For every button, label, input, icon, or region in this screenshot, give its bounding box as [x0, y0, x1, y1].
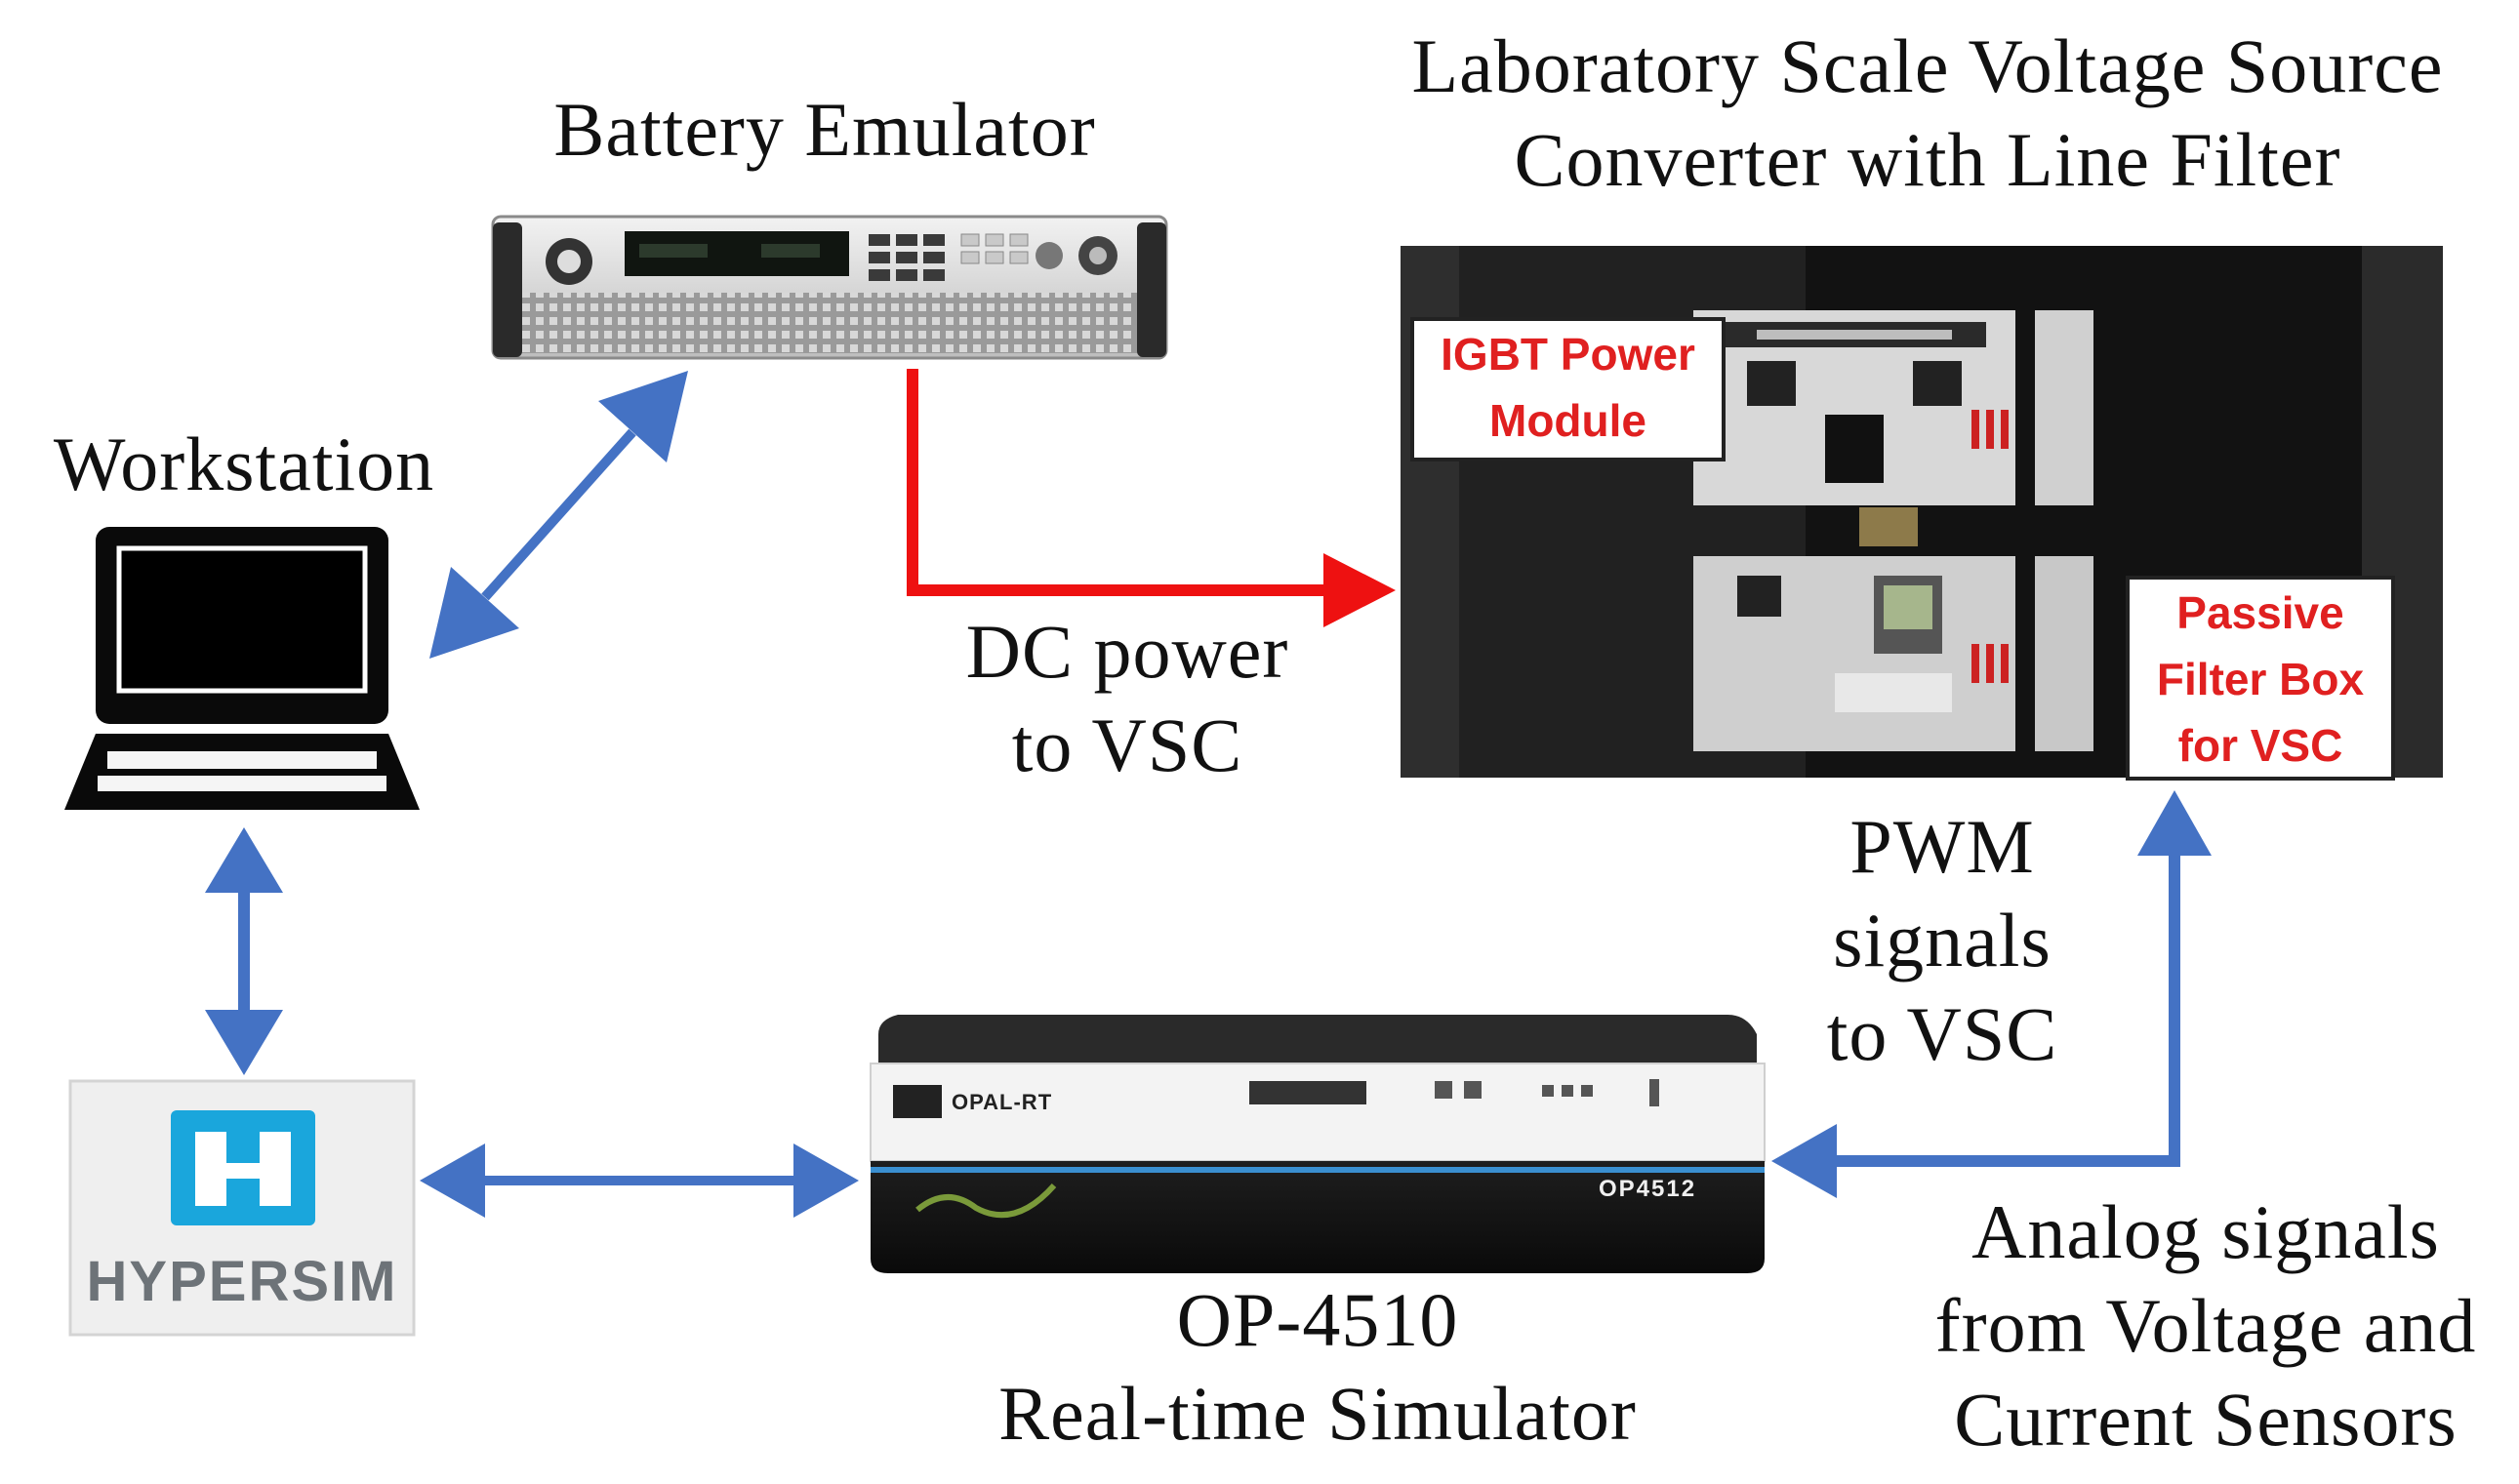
- opal-rt-wordmark: OPAL-RT: [952, 1090, 1053, 1114]
- pwm-label-line3: to VSC: [1826, 991, 2058, 1076]
- battery-emulator-device: [491, 215, 1168, 360]
- workstation-battery-arrow: [429, 371, 688, 659]
- dc-power-arrow: [907, 369, 1396, 627]
- hypersim-wordmark: HYPERSIM: [86, 1250, 398, 1313]
- workstation-hypersim-arrow: [205, 827, 283, 1075]
- filter-callout-line2: Filter Box: [2156, 654, 2365, 704]
- workstation-label: Workstation: [53, 421, 435, 506]
- analog-signals-label: Analog signals from Voltage and Current …: [1898, 1185, 2513, 1466]
- passive-filter-box-callout: Passive Filter Box for VSC: [2126, 576, 2395, 781]
- analog-label-line3: Current Sensors: [1954, 1377, 2458, 1462]
- dc-power-label-line1: DC power: [965, 609, 1289, 694]
- dc-power-label-line2: to VSC: [1011, 702, 1243, 787]
- igbt-power-module-callout: IGBT Power Module: [1410, 317, 1726, 461]
- lab-vsc-title: Laboratory Scale Voltage Source Converte…: [1366, 20, 2489, 207]
- lab-vsc-title-line2: Converter with Line Filter: [1514, 117, 2341, 202]
- analog-label-line1: Analog signals: [1971, 1189, 2440, 1274]
- laptop-icon: [64, 527, 420, 810]
- igbt-callout-line1: IGBT Power: [1441, 329, 1695, 380]
- pwm-signals-label: PWM signals to VSC: [1776, 800, 2108, 1081]
- op4512-model-text: OP4512: [1599, 1176, 1697, 1202]
- pwm-label-line1: PWM: [1849, 804, 2035, 889]
- hypersim-logo: [68, 1079, 416, 1337]
- igbt-callout-line2: Module: [1489, 395, 1646, 446]
- dc-power-label: DC power to VSC: [908, 605, 1347, 792]
- op4510-label-line2: Real-time Simulator: [998, 1371, 1637, 1456]
- lab-vsc-title-line1: Laboratory Scale Voltage Source: [1411, 23, 2444, 108]
- op4510-label-line1: OP-4510: [1176, 1277, 1459, 1362]
- filter-callout-line1: Passive: [2176, 587, 2344, 638]
- analog-label-line2: from Voltage and: [1934, 1283, 2477, 1368]
- hypersim-op4510-arrow: [420, 1143, 859, 1218]
- op4510-label: OP-4510 Real-time Simulator: [908, 1273, 1727, 1461]
- battery-emulator-label: Battery Emulator: [553, 87, 1096, 172]
- op4510-vsc-signal-arrow: [1771, 790, 2212, 1198]
- filter-callout-line3: for VSC: [2177, 720, 2343, 771]
- pwm-label-line2: signals: [1833, 898, 2052, 983]
- op4510-device: [870, 1015, 1766, 1273]
